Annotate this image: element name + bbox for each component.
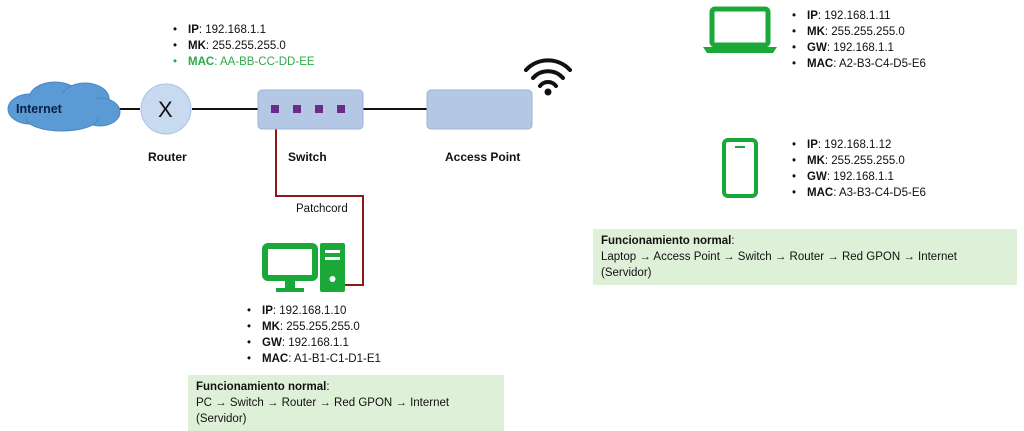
- router-icon: [140, 83, 192, 135]
- switch-port: [337, 105, 345, 113]
- pc-flow-path: PC → Switch → Router → Red GPON → Intern…: [196, 397, 450, 425]
- phone-mac: MAC: A3-B3-C4-D5-E6: [789, 185, 926, 201]
- wireless-flow-note: Funcionamiento normal Laptop → Access Po…: [593, 229, 1017, 285]
- laptop-info-list: IP: 192.168.1.11 MK: 255.255.255.0 GW: 1…: [789, 8, 926, 72]
- desktop-pc-icon: [262, 243, 345, 292]
- laptop-icon: [703, 6, 777, 53]
- pc-info-list: IP: 192.168.1.10 MK: 255.255.255.0 GW: 1…: [244, 303, 381, 367]
- laptop-ip: IP: 192.168.1.11: [789, 8, 926, 24]
- patchcord-cable: [275, 112, 364, 286]
- phone-mask: MK: 255.255.255.0: [789, 153, 926, 169]
- patchcord-label: Patchcord: [296, 203, 348, 215]
- pc-gateway: GW: 192.168.1.1: [244, 335, 381, 351]
- router-label: Router: [148, 150, 187, 164]
- router-ip: IP: 192.168.1.1: [170, 22, 315, 38]
- router-info-list: IP: 192.168.1.1 MK: 255.255.255.0 MAC: A…: [170, 22, 315, 70]
- phone-gateway: GW: 192.168.1.1: [789, 169, 926, 185]
- switch-icon: [257, 89, 364, 130]
- laptop-gateway: GW: 192.168.1.1: [789, 40, 926, 56]
- switch-port: [315, 105, 323, 113]
- laptop-mask: MK: 255.255.255.0: [789, 24, 926, 40]
- phone-ip: IP: 192.168.1.12: [789, 137, 926, 153]
- access-point-icon: [426, 89, 533, 130]
- switch-label: Switch: [288, 150, 327, 164]
- phone-info-list: IP: 192.168.1.12 MK: 255.255.255.0 GW: 1…: [789, 137, 926, 201]
- pc-ip: IP: 192.168.1.10: [244, 303, 381, 319]
- smartphone-icon: [722, 138, 758, 198]
- switch-port: [271, 105, 279, 113]
- cloud-icon: [7, 81, 121, 132]
- laptop-mac: MAC: A2-B3-C4-D5-E6: [789, 56, 926, 72]
- pc-flow-title: Funcionamiento normal: [196, 379, 496, 395]
- internet-label: Internet: [16, 102, 62, 116]
- router-mac: MAC: AA-BB-CC-DD-EE: [170, 54, 315, 70]
- switch-port: [293, 105, 301, 113]
- access-point-label: Access Point: [445, 150, 521, 164]
- router-mask: MK: 255.255.255.0: [170, 38, 315, 54]
- pc-mask: MK: 255.255.255.0: [244, 319, 381, 335]
- wireless-flow-title: Funcionamiento normal: [601, 233, 1009, 249]
- pc-mac: MAC: A1-B1-C1-D1-E1: [244, 351, 381, 367]
- router-symbol: X: [158, 97, 173, 122]
- wireless-flow-path: Laptop → Access Point → Switch → Router …: [601, 251, 958, 279]
- wifi-icon: [524, 58, 572, 96]
- pc-flow-note: Funcionamiento normal PC → Switch → Rout…: [188, 375, 504, 431]
